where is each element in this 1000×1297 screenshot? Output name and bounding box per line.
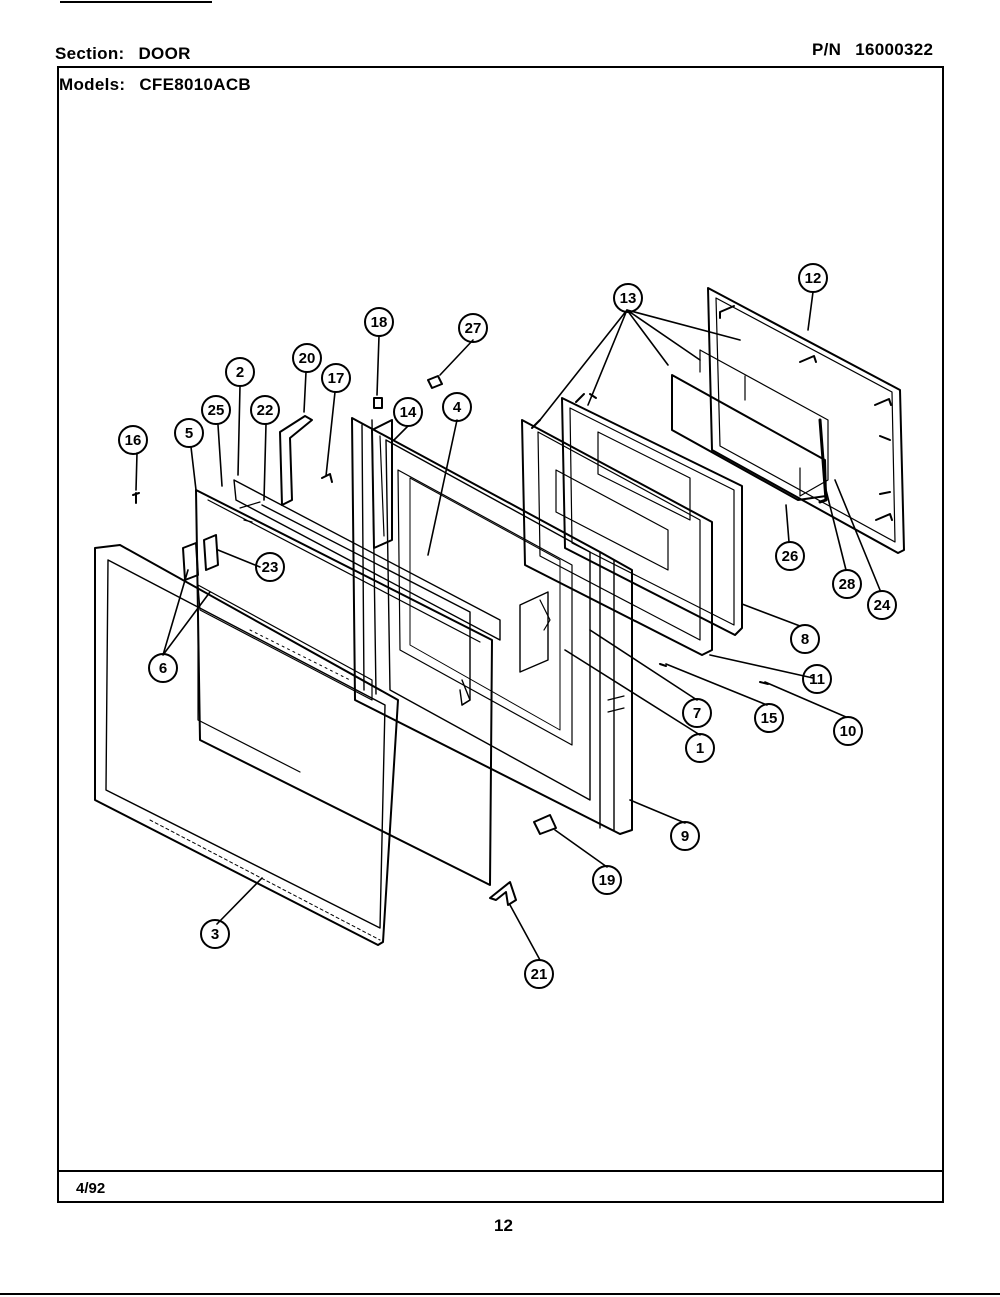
inner-liner <box>561 393 743 636</box>
callout-7: 7 <box>693 705 701 722</box>
callout-18: 18 <box>371 314 388 331</box>
callout-20: 20 <box>299 350 316 367</box>
callout-19: 19 <box>599 872 616 889</box>
part-number: P/N 16000322 <box>812 40 933 60</box>
callout-21: 21 <box>531 966 548 983</box>
page-number: 12 <box>494 1216 513 1235</box>
callout-25: 25 <box>208 402 225 419</box>
callout-9: 9 <box>681 828 689 845</box>
callout-24: 24 <box>874 597 891 614</box>
callout-circles <box>118 263 897 989</box>
diagram-frame <box>57 66 944 1203</box>
footer-divider <box>57 1170 944 1172</box>
callout-5: 5 <box>185 425 193 442</box>
section-heading: Section: DOOR <box>55 44 191 64</box>
section-value: DOOR <box>138 44 191 63</box>
callout-12: 12 <box>805 270 822 287</box>
section-label: Section: <box>55 44 125 63</box>
models-label: Models: <box>59 75 126 94</box>
callout-8: 8 <box>801 631 809 648</box>
small-parts <box>132 375 769 906</box>
callout-16: 16 <box>125 432 142 449</box>
models-heading: Models: CFE8010ACB <box>59 75 251 95</box>
callout-4: 4 <box>453 399 462 416</box>
models-value: CFE8010ACB <box>139 75 251 94</box>
leader-lines <box>135 291 881 961</box>
callout-14: 14 <box>400 404 417 421</box>
pn-value: 16000322 <box>855 40 934 59</box>
callout-17: 17 <box>328 370 345 387</box>
callout-27: 27 <box>465 320 482 337</box>
callout-6: 6 <box>159 660 167 677</box>
scan-mark-bottom <box>0 1293 1000 1295</box>
hinge-brackets <box>182 534 219 581</box>
callout-10: 10 <box>840 723 857 740</box>
insulation-pack <box>671 349 829 504</box>
scan-mark-top <box>60 1 212 3</box>
outer-glass <box>195 479 501 886</box>
callout-1: 1 <box>696 740 704 757</box>
callout-labels: 1 2 3 4 5 6 7 8 9 10 11 12 13 14 15 16 1… <box>125 270 891 983</box>
hinge-strip <box>371 419 393 549</box>
callout-22: 22 <box>257 402 274 419</box>
revision-date: 4/92 <box>76 1180 106 1197</box>
callout-13: 13 <box>620 290 637 307</box>
callout-3: 3 <box>211 926 219 943</box>
callout-23: 23 <box>262 559 279 576</box>
pn-label: P/N <box>812 40 842 59</box>
callout-11: 11 <box>809 671 825 688</box>
callout-15: 15 <box>761 710 778 727</box>
callout-26: 26 <box>782 548 799 565</box>
back-panel <box>707 287 905 554</box>
callout-28: 28 <box>839 576 856 593</box>
outer-door <box>94 544 399 946</box>
upper-channel <box>279 415 313 506</box>
callout-2: 2 <box>236 364 244 381</box>
